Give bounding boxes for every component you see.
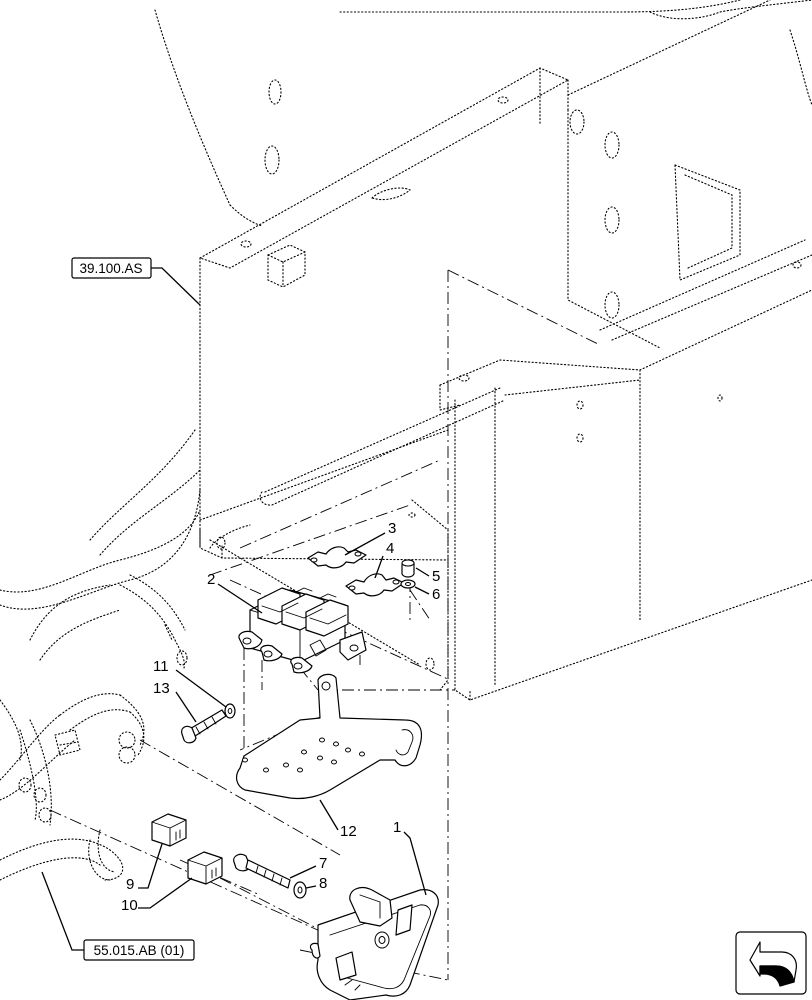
callout-4: 4 [386, 540, 394, 557]
callout-1: 1 [393, 819, 401, 836]
clamp-part-4[interactable] [345, 573, 405, 597]
bolt-part-13[interactable] [181, 709, 227, 744]
callout-13: 13 [153, 680, 170, 697]
washer-part-8[interactable] [293, 881, 307, 899]
callout-5: 5 [432, 568, 440, 585]
arrow-navigation-icon[interactable] [735, 931, 807, 995]
callout-7: 7 [319, 855, 327, 872]
washer-part-11[interactable] [224, 703, 236, 719]
callout-6: 6 [432, 586, 440, 603]
bracket-part-12[interactable] [235, 673, 423, 800]
connector-part-9[interactable] [151, 813, 187, 847]
callout-11: 11 [153, 658, 169, 675]
bolt-part-7[interactable] [233, 853, 291, 889]
callout-2: 2 [207, 571, 215, 588]
reference-harness-label: 55.015.AB (01) [94, 943, 185, 958]
wire-harness [0, 429, 201, 881]
washer-part-6[interactable] [400, 579, 416, 589]
reference-harness-box[interactable]: 55.015.AB (01) [41, 871, 195, 961]
callouts: 3 4 5 6 2 11 13 12 1 7 8 9 10 [121, 520, 440, 914]
screw-part-5[interactable] [401, 559, 415, 578]
callout-12: 12 [340, 823, 357, 840]
connector-part-10[interactable] [187, 851, 223, 885]
chassis-frame [154, 0, 812, 701]
callout-8: 8 [319, 875, 327, 892]
clamp-part-3[interactable] [307, 546, 367, 569]
callout-3: 3 [388, 520, 396, 537]
housing-part-1[interactable] [309, 887, 439, 1000]
callout-9: 9 [126, 876, 134, 893]
fuse-block-part-2[interactable] [238, 587, 367, 674]
reference-frame-box[interactable]: 39.100.AS [71, 257, 201, 306]
reference-frame-label: 39.100.AS [79, 261, 142, 276]
callout-10: 10 [121, 897, 138, 914]
